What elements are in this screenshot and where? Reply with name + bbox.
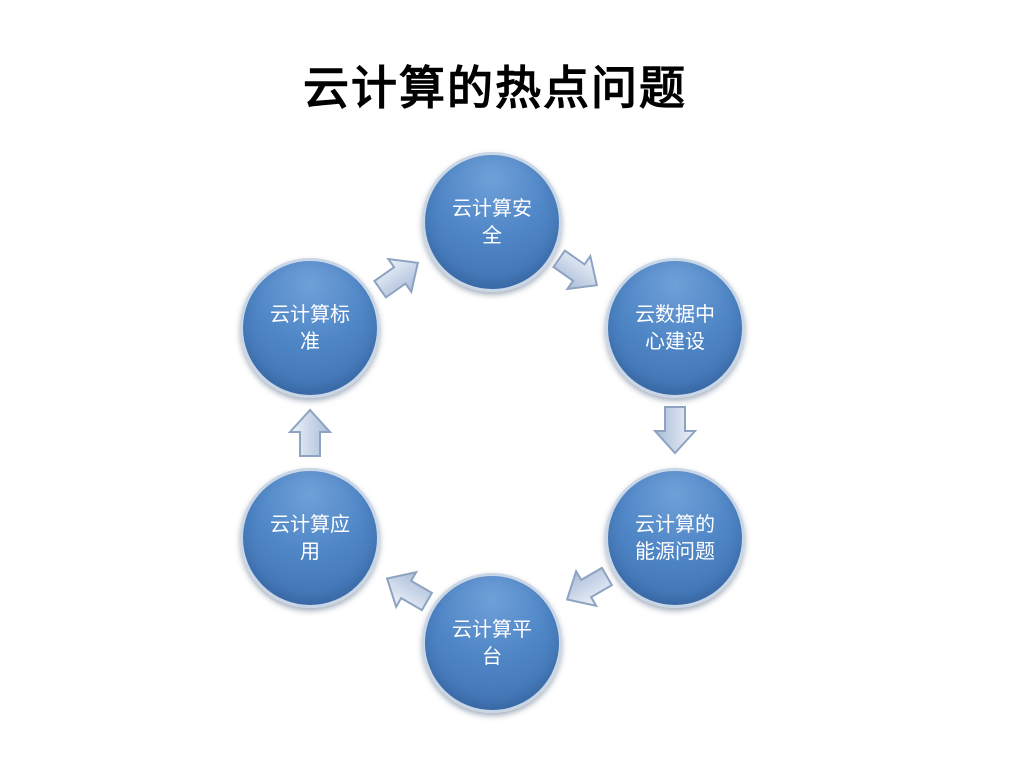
- arrow-datacenter-to-energy-icon: [652, 406, 698, 455]
- node-label: 云计算的能源问题: [635, 512, 715, 563]
- arrow-platform-to-application-icon: [377, 561, 437, 619]
- node-cloud-datacenter: 云数据中心建设: [605, 258, 745, 398]
- node-cloud-platform: 云计算平台: [422, 573, 562, 713]
- node-cloud-energy: 云计算的能源问题: [605, 468, 745, 608]
- node-label: 云计算安全: [452, 196, 532, 247]
- arrow-standard-to-security-icon: [369, 246, 430, 305]
- arrow-security-to-datacenter-icon: [548, 242, 609, 301]
- arrow-energy-to-platform-icon: [557, 559, 617, 617]
- node-label: 云计算标准: [270, 302, 350, 353]
- page-title: 云计算的热点问题: [303, 61, 687, 115]
- node-cloud-application: 云计算应用: [240, 468, 380, 608]
- node-label: 云计算平台: [452, 617, 532, 668]
- node-cloud-security: 云计算安全: [422, 152, 562, 292]
- node-label: 云数据中心建设: [635, 302, 715, 353]
- node-cloud-standard: 云计算标准: [240, 258, 380, 398]
- node-label: 云计算应用: [270, 512, 350, 563]
- arrow-application-to-standard-icon: [287, 408, 333, 457]
